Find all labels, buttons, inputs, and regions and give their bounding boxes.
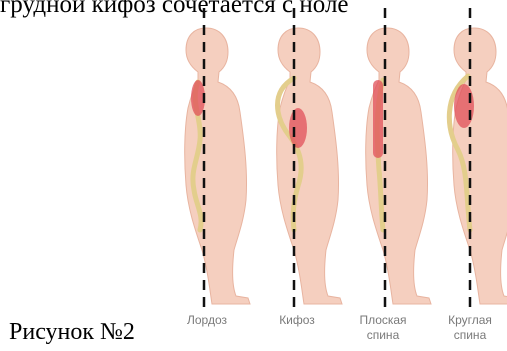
muscle-highlight <box>454 84 474 128</box>
muscle-highlight <box>289 108 307 148</box>
figure-lordosis <box>185 8 250 310</box>
figure-kyphosis <box>277 8 342 310</box>
figure-label-lordosis: Лордоз <box>172 313 242 328</box>
figure-label-flat-back: Плоская спина <box>352 313 414 343</box>
muscle-highlight <box>373 80 383 158</box>
figure-label-kyphosis: Кифоз <box>262 313 332 328</box>
figure-caption: Рисунок №2 <box>9 318 135 346</box>
figure-round-back <box>449 8 507 310</box>
figure-label-round-back: Круглая спина <box>437 313 503 343</box>
figure-flat-back <box>366 8 431 310</box>
